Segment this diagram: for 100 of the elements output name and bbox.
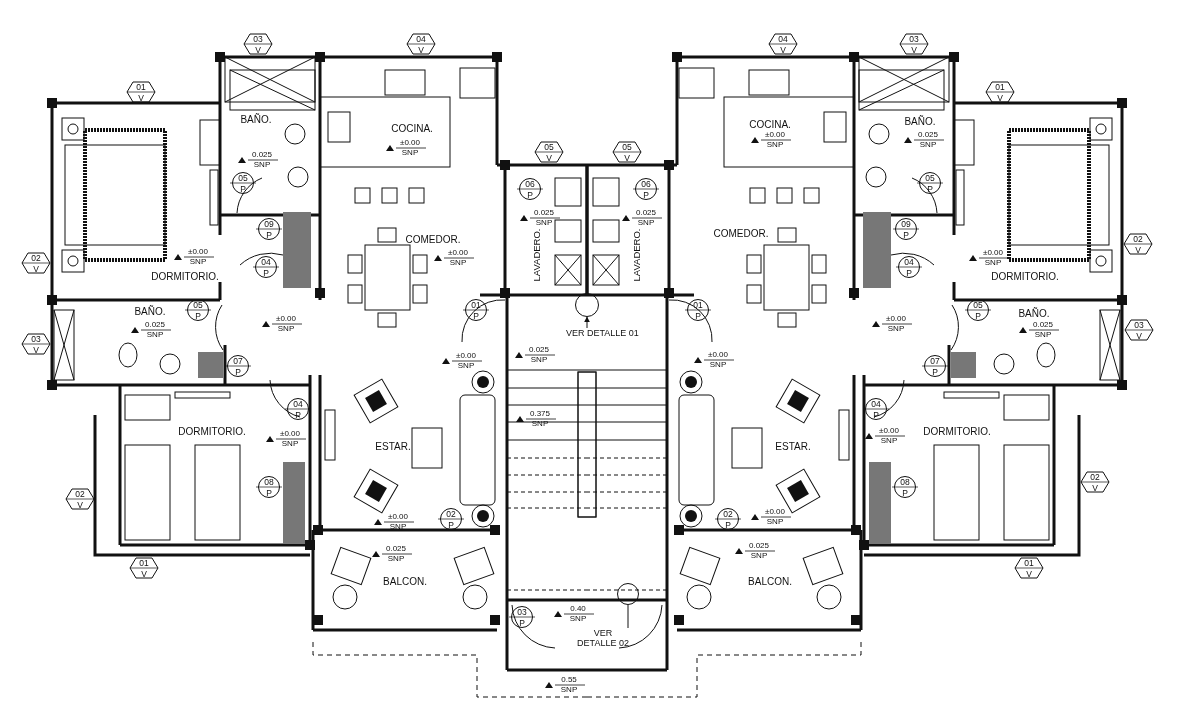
door-tag-number: 08 [264, 477, 274, 487]
room-name: DORMITORIO. [151, 272, 219, 282]
level-value: 0.40 [570, 605, 586, 613]
window-tag-type: V [624, 153, 630, 162]
level-value: ±0.00 [276, 315, 296, 323]
window-tag-number: 03 [1134, 320, 1144, 330]
window-tag-type: V [33, 345, 39, 354]
door-tag-number: 01 [471, 300, 481, 310]
window-tag-number: 01 [136, 82, 146, 92]
level-note: SNP [709, 361, 727, 369]
level-note: SNP [401, 149, 419, 157]
room-name: DORMITORIO. [178, 427, 246, 437]
window-tag-type: V [1092, 483, 1098, 492]
level-value: 0.025 [252, 151, 272, 159]
window-tag-number: 05 [622, 142, 632, 152]
door-tag-type: P [263, 268, 269, 277]
window-tag-type: V [911, 45, 917, 54]
door-tag-type: P [527, 190, 533, 199]
level-value: ±0.00 [879, 427, 899, 435]
door-tag-type: P [473, 311, 479, 320]
level-value: 0.025 [1033, 321, 1053, 329]
level-note: SNP [457, 362, 475, 370]
level-note: SNP [253, 161, 271, 169]
window-tag-number: 04 [778, 34, 788, 44]
door-tag-type: P [873, 410, 879, 419]
door-tag-number: 05 [925, 173, 935, 183]
level-note: SNP [750, 552, 768, 560]
window-tag-number: 04 [416, 34, 426, 44]
room-name: DORMITORIO. [923, 427, 991, 437]
room-name: ESTAR. [775, 442, 811, 452]
door-tag-type: P [295, 410, 301, 419]
window-tag-number: 02 [75, 489, 85, 499]
window-tag-number: 01 [995, 82, 1005, 92]
level-value: ±0.00 [765, 508, 785, 516]
level-note: SNP [189, 258, 207, 266]
door-tag-type: P [902, 488, 908, 497]
level-note: SNP [530, 356, 548, 364]
room-name: LAVADERO. [632, 228, 642, 282]
room-name: COMEDOR. [713, 229, 769, 239]
level-note: SNP [449, 259, 467, 267]
room-name: ESTAR. [375, 442, 411, 452]
door-tag-type: P [975, 311, 981, 320]
window-tag-type: V [77, 500, 83, 509]
level-note: SNP [766, 518, 784, 526]
door-tag-type: P [932, 367, 938, 376]
room-name: COCINA. [749, 120, 791, 130]
level-value: 0.025 [636, 209, 656, 217]
room-name: BAÑO. [240, 115, 272, 125]
level-value: ±0.00 [280, 430, 300, 438]
door-tag-type: P [266, 230, 272, 239]
room-name: BAÑO. [134, 307, 166, 317]
room-name: LAVADERO. [532, 228, 542, 282]
room-name: BALCON. [748, 577, 792, 587]
level-note: SNP [569, 615, 587, 623]
window-tag-type: V [1135, 245, 1141, 254]
door-tag-number: 05 [973, 300, 983, 310]
window-tag-type: V [546, 153, 552, 162]
level-note: SNP [389, 523, 407, 531]
level-value: 0.025 [145, 321, 165, 329]
level-note: SNP [387, 555, 405, 563]
door-tag-type: P [903, 230, 909, 239]
room-name: BALCON. [383, 577, 427, 587]
level-note: SNP [535, 219, 553, 227]
door-tag-number: 02 [446, 509, 456, 519]
door-tag-type: P [906, 268, 912, 277]
window-tag-number: 03 [253, 34, 263, 44]
window-tag-number: 02 [1090, 472, 1100, 482]
level-note: SNP [984, 259, 1002, 267]
window-tag-type: V [141, 569, 147, 578]
door-tag-number: 05 [238, 173, 248, 183]
level-value: 0.025 [534, 209, 554, 217]
door-tag-number: 07 [930, 356, 940, 366]
door-tag-type: P [240, 184, 246, 193]
door-tag-type: P [725, 520, 731, 529]
door-tag-number: 04 [261, 257, 271, 267]
window-tag-number: 02 [1133, 234, 1143, 244]
level-note: SNP [880, 437, 898, 445]
door-tag-number: 07 [233, 356, 243, 366]
room-name: COMEDOR. [405, 235, 461, 245]
window-tag-type: V [997, 93, 1003, 102]
level-value: ±0.00 [708, 351, 728, 359]
door-tag-number: 06 [641, 179, 651, 189]
door-tag-number: 04 [871, 399, 881, 409]
level-note: SNP [1034, 331, 1052, 339]
door-tag-number: 04 [904, 257, 914, 267]
level-value: ±0.00 [765, 131, 785, 139]
door-tag-type: P [643, 190, 649, 199]
window-tag-type: V [1026, 569, 1032, 578]
window-tag-number: 05 [544, 142, 554, 152]
level-note: SNP [766, 141, 784, 149]
level-value: 0.025 [918, 131, 938, 139]
level-value: ±0.00 [388, 513, 408, 521]
leader-line [584, 316, 590, 329]
window-tag-type: V [418, 45, 424, 54]
door-tag-number: 01 [693, 300, 703, 310]
level-note: SNP [887, 325, 905, 333]
window-tag-type: V [255, 45, 261, 54]
door-tag-type: P [448, 520, 454, 529]
door-tag-number: 09 [264, 219, 274, 229]
level-value: ±0.00 [983, 249, 1003, 257]
